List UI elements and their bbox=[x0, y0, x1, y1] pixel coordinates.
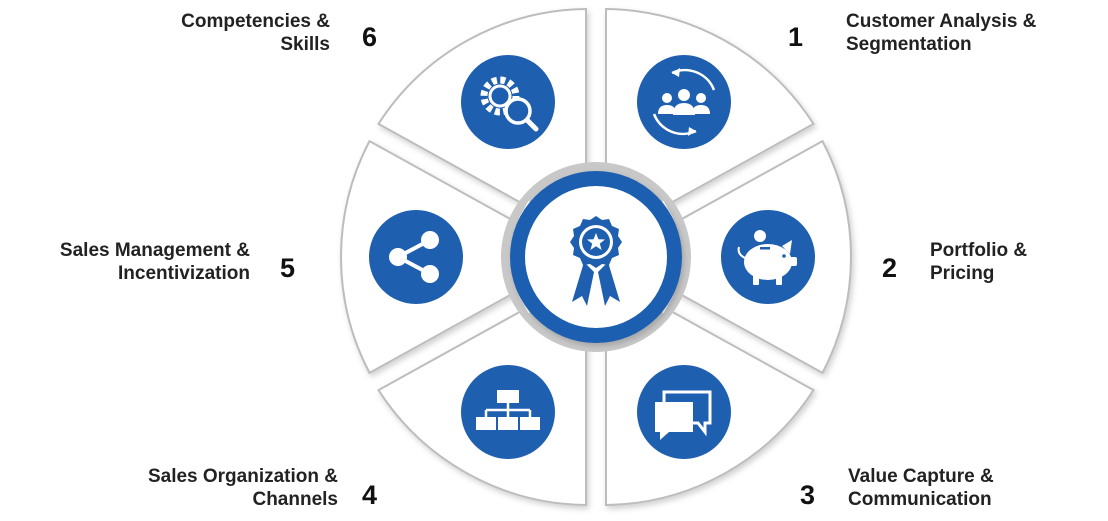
segment-number-6: 6 bbox=[362, 22, 378, 52]
segment-label-6-line-2: Skills bbox=[280, 34, 330, 55]
chat-bubbles-icon bbox=[637, 365, 731, 459]
segment-label-3: Value Capture & Communication bbox=[848, 465, 994, 511]
share-network-icon bbox=[369, 210, 463, 304]
customer-group-cycle-icon bbox=[637, 55, 731, 149]
segment-label-4-line-1: Sales Organization & bbox=[147, 466, 338, 487]
segment-number-5: 5 bbox=[280, 253, 296, 283]
segment-label-1-line-2: Segmentation bbox=[846, 34, 972, 55]
segment-label-2-line-2: Pricing bbox=[930, 263, 995, 284]
award-ribbon-icon bbox=[570, 216, 622, 306]
segment-label-6-line-1: Competencies & bbox=[181, 11, 330, 32]
segment-label-1-line-1: Customer Analysis & bbox=[846, 11, 1037, 32]
segment-label-5-line-1: Sales Management & bbox=[59, 240, 250, 261]
segment-number-2: 2 bbox=[882, 253, 898, 283]
segment-label-5-line-2: Incentivization bbox=[118, 263, 250, 284]
segment-label-6: Competencies & Skills bbox=[181, 10, 330, 56]
segment-label-4: Sales Organization & Channels bbox=[148, 465, 338, 511]
piggy-bank-icon bbox=[721, 210, 815, 304]
gear-search-icon bbox=[461, 55, 555, 149]
segment-label-5: Sales Management & Incentivization bbox=[60, 239, 250, 285]
segment-label-2-line-1: Portfolio & bbox=[930, 240, 1028, 261]
segment-number-3: 3 bbox=[800, 480, 816, 510]
segment-label-3-line-1: Value Capture & bbox=[848, 466, 994, 487]
segment-label-2: Portfolio & Pricing bbox=[930, 239, 1027, 285]
segment-number-1: 1 bbox=[788, 22, 804, 52]
segment-label-1: Customer Analysis & Segmentation bbox=[846, 10, 1036, 56]
org-chart-icon bbox=[461, 365, 555, 459]
segment-label-3-line-2: Communication bbox=[848, 489, 992, 510]
segment-label-4-line-2: Channels bbox=[252, 489, 338, 510]
segment-number-4: 4 bbox=[362, 480, 378, 510]
